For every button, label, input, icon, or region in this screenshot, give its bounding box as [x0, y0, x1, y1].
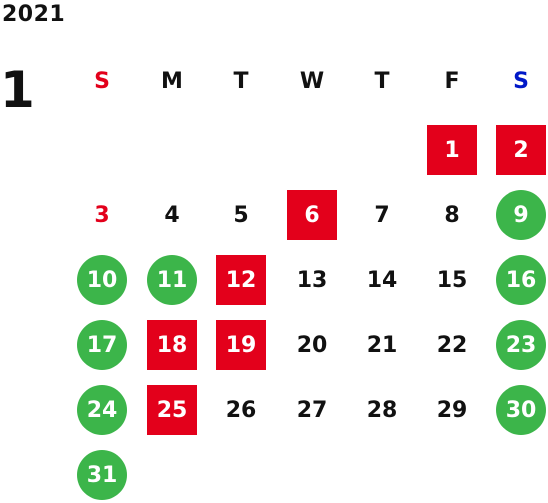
day-cell-8[interactable]: 8 [444, 202, 460, 228]
weekday-header-sun: S [94, 68, 110, 94]
day-cell-5[interactable]: 5 [233, 202, 249, 228]
day-cell-7[interactable]: 7 [374, 202, 390, 228]
day-cell-19[interactable]: 19 [216, 320, 266, 370]
day-cell-10[interactable]: 10 [77, 255, 127, 305]
day-cell-31[interactable]: 31 [77, 450, 127, 500]
month-number: 1 [0, 61, 35, 119]
day-cell-21[interactable]: 21 [366, 332, 398, 358]
day-cell-22[interactable]: 22 [436, 332, 468, 358]
day-cell-28[interactable]: 28 [366, 397, 398, 423]
day-cell-24[interactable]: 24 [77, 385, 127, 435]
day-cell-17[interactable]: 17 [77, 320, 127, 370]
day-cell-27[interactable]: 27 [296, 397, 328, 423]
day-cell-3[interactable]: 3 [94, 202, 110, 228]
year-label: 2021 [2, 2, 66, 27]
day-cell-29[interactable]: 29 [436, 397, 468, 423]
day-cell-26[interactable]: 26 [225, 397, 257, 423]
weekday-header-wed: W [299, 68, 325, 94]
day-cell-13[interactable]: 13 [296, 267, 328, 293]
weekday-header-sat: S [513, 68, 529, 94]
day-cell-6[interactable]: 6 [287, 190, 337, 240]
day-cell-23[interactable]: 23 [496, 320, 546, 370]
day-cell-14[interactable]: 14 [366, 267, 398, 293]
day-cell-30[interactable]: 30 [496, 385, 546, 435]
weekday-header-fri: F [444, 68, 460, 94]
day-cell-20[interactable]: 20 [296, 332, 328, 358]
day-cell-1[interactable]: 1 [427, 125, 477, 175]
day-cell-2[interactable]: 2 [496, 125, 546, 175]
weekday-header-tue: T [233, 68, 249, 94]
day-cell-12[interactable]: 12 [216, 255, 266, 305]
day-cell-18[interactable]: 18 [147, 320, 197, 370]
weekday-header-thu: T [374, 68, 390, 94]
day-cell-11[interactable]: 11 [147, 255, 197, 305]
day-cell-9[interactable]: 9 [496, 190, 546, 240]
day-cell-4[interactable]: 4 [164, 202, 180, 228]
day-cell-25[interactable]: 25 [147, 385, 197, 435]
day-cell-16[interactable]: 16 [496, 255, 546, 305]
weekday-header-mon: M [161, 68, 183, 94]
day-cell-15[interactable]: 15 [436, 267, 468, 293]
